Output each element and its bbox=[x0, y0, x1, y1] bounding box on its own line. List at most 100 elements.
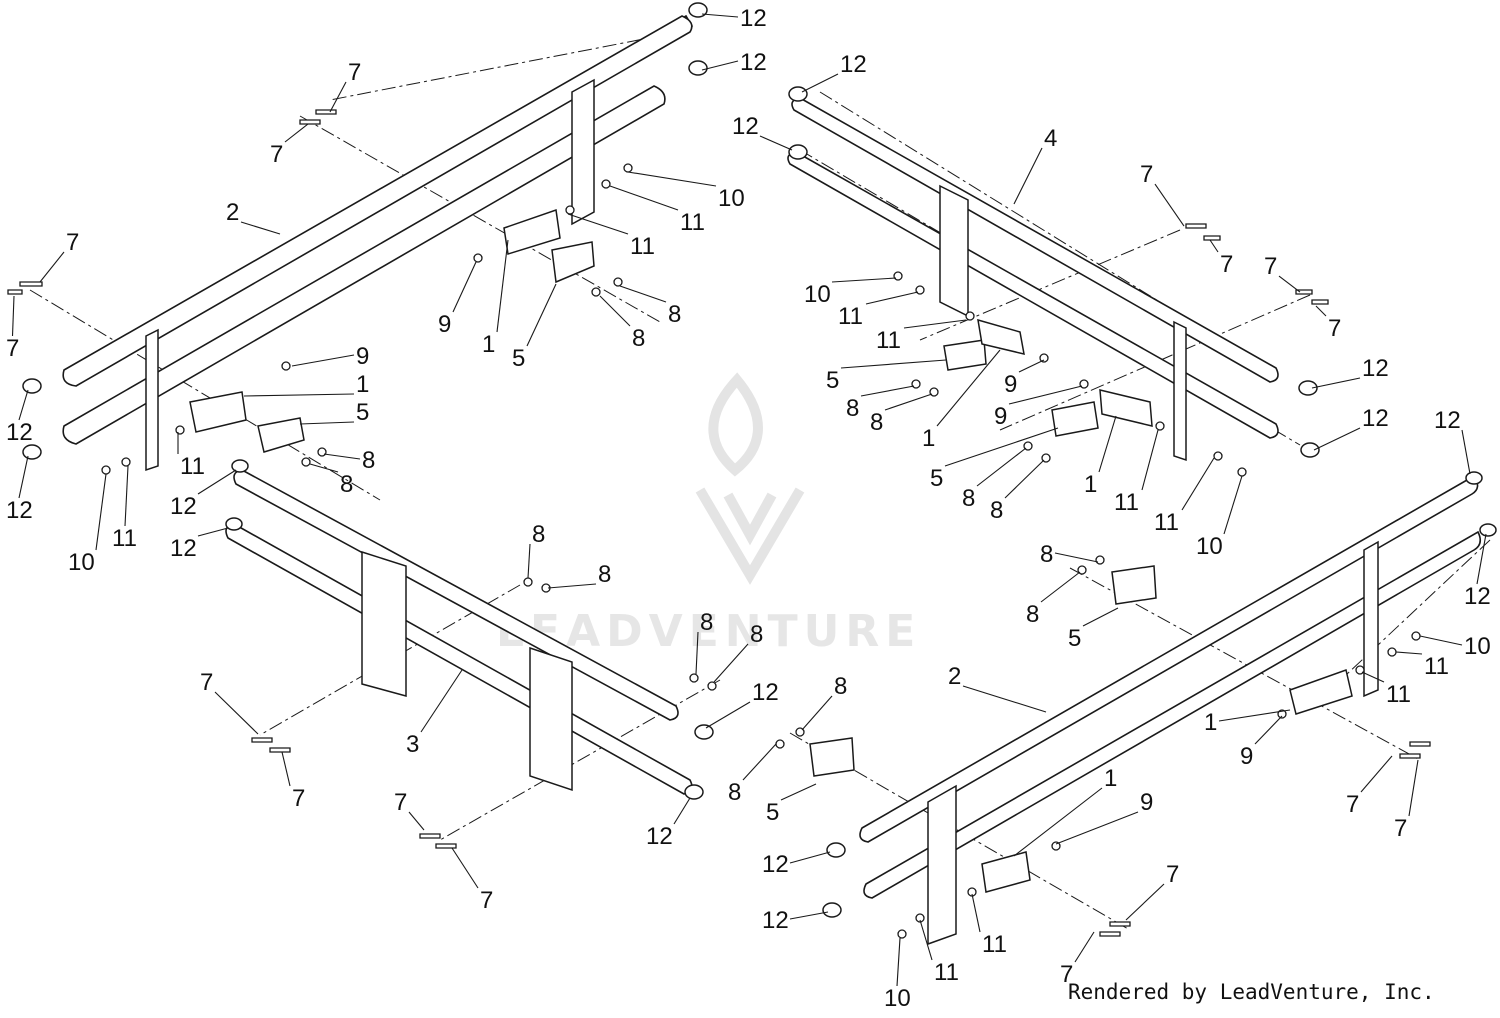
callout-leader-c56 bbox=[547, 583, 597, 589]
callout-label-c22: 8 bbox=[362, 447, 375, 474]
callout-leader-c72 bbox=[1361, 671, 1385, 683]
callout-label-c12: 1 bbox=[482, 331, 495, 358]
callout-label-c06: 11 bbox=[680, 209, 705, 236]
callout-leader-c49 bbox=[1098, 415, 1117, 473]
callout-leader-c57 bbox=[695, 631, 699, 675]
callout-leader-c51 bbox=[1181, 457, 1215, 511]
callout-label-c45: 12 bbox=[1362, 405, 1389, 432]
callout-label-c61: 7 bbox=[292, 785, 305, 812]
callout-label-c20: 12 bbox=[6, 497, 33, 524]
callout-leader-c63 bbox=[408, 811, 425, 831]
callout-leader-c29 bbox=[759, 135, 793, 151]
callout-leader-c64 bbox=[451, 847, 479, 889]
callout-leader-c87 bbox=[919, 919, 933, 961]
callout-label-c36: 11 bbox=[838, 303, 863, 330]
callout-leader-c78 bbox=[1040, 571, 1081, 603]
callout-leader-c79 bbox=[1082, 607, 1119, 627]
callout-label-c83: 12 bbox=[762, 907, 789, 934]
callout-leader-c41 bbox=[884, 393, 933, 411]
callout-leader-c88 bbox=[896, 937, 901, 987]
callout-label-c09: 7 bbox=[66, 229, 79, 256]
callout-label-c42: 1 bbox=[922, 425, 935, 452]
callout-leader-c22 bbox=[323, 453, 361, 460]
callout-label-c13: 5 bbox=[512, 345, 525, 372]
callout-leader-c24 bbox=[95, 473, 107, 551]
callout-label-c85: 7 bbox=[1060, 961, 1073, 988]
callout-leader-c43 bbox=[1008, 385, 1083, 405]
callout-label-c52: 10 bbox=[1196, 533, 1223, 560]
callout-leader-c66 bbox=[801, 695, 833, 731]
callout-leader-c62 bbox=[705, 701, 751, 729]
callout-label-c18: 5 bbox=[356, 399, 369, 426]
callout-leader-c80 bbox=[1013, 787, 1103, 857]
callout-leader-c52 bbox=[1223, 475, 1243, 535]
callout-leader-c47 bbox=[976, 447, 1027, 487]
callout-label-c86: 11 bbox=[982, 931, 1007, 958]
callout-leader-c01 bbox=[701, 13, 739, 18]
callout-leader-c17 bbox=[243, 393, 355, 397]
callout-label-c03: 7 bbox=[348, 59, 361, 86]
callout-leader-c48 bbox=[1004, 459, 1045, 499]
callout-leader-c20 bbox=[18, 455, 29, 499]
frame-assembly-top-right bbox=[787, 86, 1329, 477]
callout-label-c14: 8 bbox=[668, 301, 681, 328]
callout-label-c63: 7 bbox=[394, 789, 407, 816]
callout-label-c82: 12 bbox=[762, 851, 789, 878]
callout-leader-c25 bbox=[124, 465, 129, 527]
frame-assembly-bottom-right bbox=[775, 471, 1497, 946]
callout-leader-c39 bbox=[1018, 359, 1045, 373]
callout-leader-c35 bbox=[831, 277, 897, 283]
callout-label-c49: 1 bbox=[1084, 471, 1097, 498]
callout-label-c67: 8 bbox=[728, 779, 741, 806]
callout-leader-c82 bbox=[789, 851, 831, 864]
callout-leader-c50 bbox=[1141, 429, 1159, 491]
callout-label-c54: 12 bbox=[1464, 583, 1491, 610]
render-credit: Rendered by LeadVenture, Inc. bbox=[1068, 980, 1435, 1004]
callout-label-c77: 8 bbox=[1040, 541, 1053, 568]
callout-leader-c23 bbox=[309, 463, 339, 473]
callout-label-c27: 12 bbox=[170, 535, 197, 562]
callout-label-c47: 8 bbox=[962, 485, 975, 512]
callout-label-c43: 9 bbox=[994, 403, 1007, 430]
callout-label-c56: 8 bbox=[598, 561, 611, 588]
callout-label-c50: 11 bbox=[1114, 489, 1139, 516]
callout-leader-c86 bbox=[971, 893, 981, 933]
callout-leader-c54 bbox=[1476, 533, 1487, 585]
callout-leader-c18 bbox=[299, 421, 355, 425]
callout-leader-c40 bbox=[860, 385, 915, 397]
callout-leader-c07 bbox=[567, 213, 629, 235]
callout-leader-c76 bbox=[1408, 759, 1419, 817]
callout-label-c39: 9 bbox=[1004, 371, 1017, 398]
callout-leader-c65 bbox=[673, 797, 691, 825]
callout-leader-c68 bbox=[780, 783, 817, 801]
callout-leader-c27 bbox=[197, 527, 229, 537]
callout-label-c05: 10 bbox=[718, 185, 745, 212]
callout-leader-c55 bbox=[527, 543, 531, 579]
callout-label-c73: 1 bbox=[1204, 709, 1217, 736]
callout-label-c04: 7 bbox=[270, 141, 283, 168]
callout-leader-c30 bbox=[1013, 147, 1043, 205]
callout-leader-c28 bbox=[801, 73, 839, 93]
callout-label-c19: 12 bbox=[6, 419, 33, 446]
callout-leader-c83 bbox=[789, 911, 829, 920]
callout-label-c59: 7 bbox=[200, 669, 213, 696]
callout-label-c87: 11 bbox=[934, 959, 959, 986]
callout-label-c34: 7 bbox=[1328, 315, 1341, 342]
callout-label-c30: 4 bbox=[1044, 125, 1057, 152]
callout-label-c25: 11 bbox=[112, 525, 137, 552]
callout-label-c21: 11 bbox=[180, 453, 205, 480]
callout-leader-c04 bbox=[284, 123, 309, 143]
callout-label-c70: 10 bbox=[1464, 633, 1491, 660]
callout-label-c48: 8 bbox=[990, 497, 1003, 524]
callout-leader-c13 bbox=[526, 283, 557, 347]
callout-leader-c71 bbox=[1395, 651, 1423, 655]
callout-label-c37: 11 bbox=[876, 327, 901, 354]
callout-label-c60: 3 bbox=[406, 731, 419, 758]
callout-leader-c53 bbox=[1461, 429, 1471, 475]
callout-leader-c10 bbox=[11, 295, 15, 337]
callout-label-c64: 7 bbox=[480, 887, 493, 914]
callout-leader-c06 bbox=[609, 185, 679, 211]
callout-leader-c11 bbox=[452, 261, 477, 313]
callout-leader-c05 bbox=[627, 171, 717, 187]
